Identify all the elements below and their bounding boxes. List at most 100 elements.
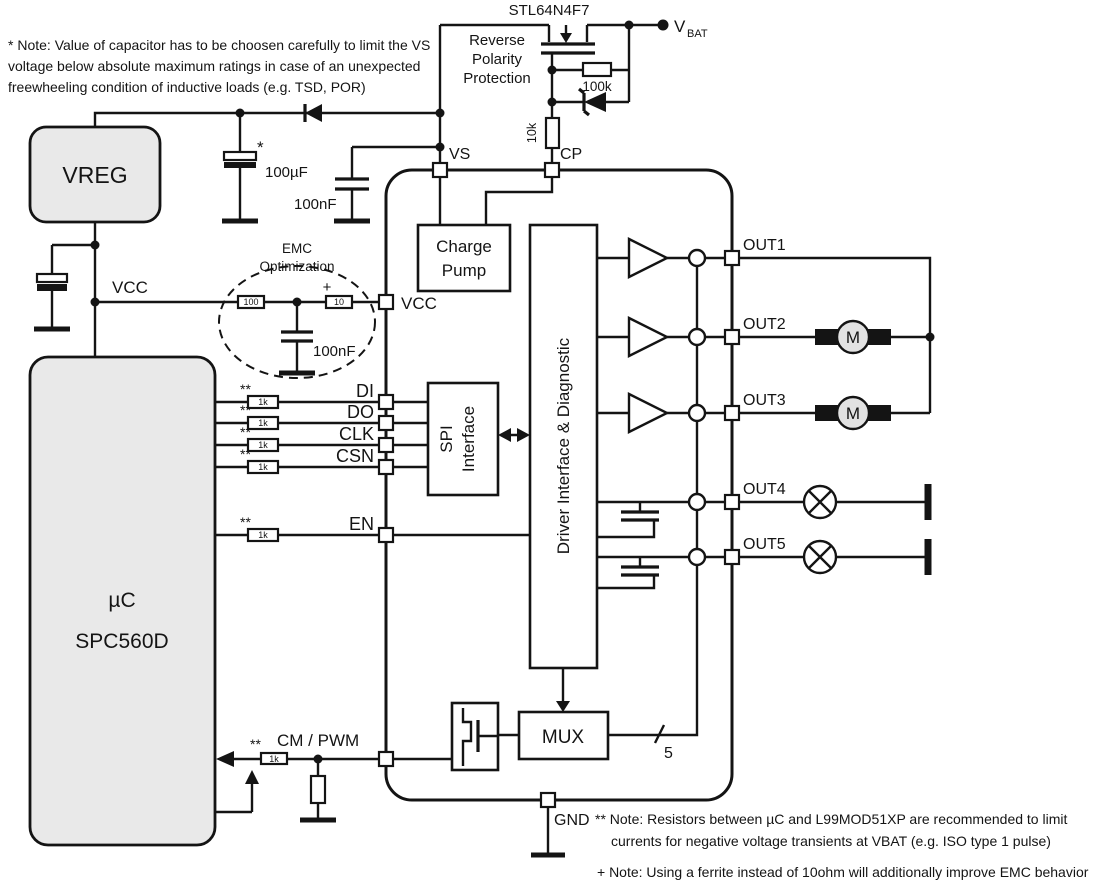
zener-diode-icon	[584, 92, 606, 112]
vbat-label: V	[674, 17, 686, 36]
cm-resistor-label: 1k	[269, 754, 279, 764]
motor-terminal	[815, 405, 839, 421]
driver-block-label: Driver Interface & Diagnostic	[554, 337, 573, 554]
vs-cap-icon	[335, 177, 369, 191]
pin-out4	[723, 493, 741, 511]
pin-out5	[723, 548, 741, 566]
resistor-note-line2: currents for negative voltage transients…	[611, 833, 1051, 849]
pin-gnd	[539, 791, 557, 809]
motor-terminal	[815, 329, 839, 345]
clk-note-mark: **	[240, 424, 251, 440]
lamp-cross	[808, 545, 832, 569]
vs-pin-label: VS	[449, 146, 470, 163]
capacitor-note-line1: * Note: Value of capacitor has to be cho…	[8, 37, 430, 53]
sense-tap-out4	[687, 492, 707, 512]
junction-dots	[90, 20, 935, 764]
driver-buffer-out2-icon	[627, 316, 670, 358]
clk-label: CLK	[339, 424, 374, 444]
vcc-net-label: VCC	[112, 278, 148, 297]
node	[292, 297, 302, 307]
vbat-subscript: BAT	[687, 28, 708, 40]
csn-note-mark: **	[240, 446, 251, 462]
en-resistor-label: 1k	[258, 530, 268, 540]
csn-resistor-label: 1k	[258, 462, 268, 472]
charge-pump-label-line1: Charge	[436, 237, 492, 256]
bus-width-label: 5	[664, 745, 673, 762]
wire-spi-lines	[215, 400, 379, 537]
monitor-fet-gate-top	[461, 708, 498, 766]
pin-out2	[723, 328, 741, 346]
en-note-mark: **	[240, 514, 251, 530]
sense-tap-out1	[687, 248, 707, 268]
wire-sense-bus	[608, 266, 699, 744]
wire-gate-chain	[547, 25, 629, 163]
vcc-cap-plate-pos	[35, 272, 69, 284]
motor-out3: M	[815, 395, 891, 431]
reverse-polarity-line3: Protection	[463, 70, 531, 87]
motor-icon	[835, 395, 871, 431]
mux-arrow-icon	[556, 701, 570, 712]
emc-title-line1: EMC	[282, 241, 312, 256]
mcu-label-line2: SPC560D	[75, 630, 168, 653]
vcc-pin-label: VCC	[401, 294, 437, 313]
vcc-cap-plate-neg	[37, 284, 67, 291]
bulk-cap-plate-pos	[222, 150, 258, 162]
mux-block	[517, 710, 610, 761]
node	[547, 97, 557, 107]
resistor-note-line1: ** Note: Resistors between µC and L99MOD…	[595, 811, 1067, 827]
node	[624, 20, 634, 30]
pin-clk	[377, 436, 395, 454]
pin-do	[377, 414, 395, 432]
resistor-1k-csn	[246, 459, 280, 475]
pin-en	[377, 526, 395, 544]
emc-title-line2: Optimization	[259, 259, 334, 274]
wire-out5-fet	[597, 555, 689, 590]
wire-driver-outputs	[597, 256, 725, 559]
motor-label: M	[846, 328, 860, 347]
spi-arrow-right-icon	[517, 428, 530, 442]
wire-spi-stubs	[393, 400, 530, 537]
resistor-1k-en	[246, 527, 280, 543]
en-label: EN	[349, 514, 374, 534]
charge-pump-label-line2: Pump	[442, 261, 486, 280]
wire-charge-pump	[438, 177, 554, 225]
pin-out3	[723, 404, 741, 422]
labels: * Note: Value of capacitor has to be cho…	[8, 2, 1089, 880]
reverse-polarity-line2: Polarity	[472, 51, 523, 68]
spi-block-label-line2: Interface	[459, 406, 478, 472]
bulk-cap-value: 100µF	[265, 164, 308, 181]
wires-internal	[393, 177, 725, 766]
pin-cm-pwm	[377, 750, 395, 768]
spi-interface-block	[426, 381, 500, 497]
sense-tap-out5	[687, 547, 707, 567]
motor-icon	[835, 319, 871, 355]
cm-pwm-label: CM / PWM	[277, 731, 359, 750]
vs-cap-value: 100nF	[294, 196, 337, 213]
bulk-cap-note-mark: *	[257, 138, 264, 157]
pin-cp	[543, 161, 561, 179]
do-note-mark: **	[240, 402, 251, 418]
di-resistor-label: 1k	[258, 397, 268, 407]
wire-out4-fet	[597, 500, 689, 539]
power-mosfet-arrow-icon	[560, 33, 572, 43]
resistor-emc-100	[236, 294, 266, 310]
mcu-block	[28, 355, 217, 847]
mcu-label-line1: µC	[108, 589, 135, 612]
out2-label: OUT2	[743, 316, 786, 333]
lamp-cross	[808, 490, 832, 514]
node	[90, 297, 100, 307]
resistor-1k-do	[246, 415, 280, 431]
wire-mux	[393, 668, 565, 761]
pin-out1	[723, 249, 741, 267]
driver-interface-block	[528, 223, 599, 670]
do-label: DO	[347, 402, 374, 422]
resistor-1k-di	[246, 394, 280, 410]
sense-tap-out2	[687, 327, 707, 347]
resistor-10k-label: 10k	[525, 122, 539, 143]
resistor-10k	[544, 116, 561, 150]
out-fet-channels	[621, 510, 659, 577]
node	[313, 754, 323, 764]
ic-pins	[377, 161, 741, 809]
node	[235, 108, 245, 118]
